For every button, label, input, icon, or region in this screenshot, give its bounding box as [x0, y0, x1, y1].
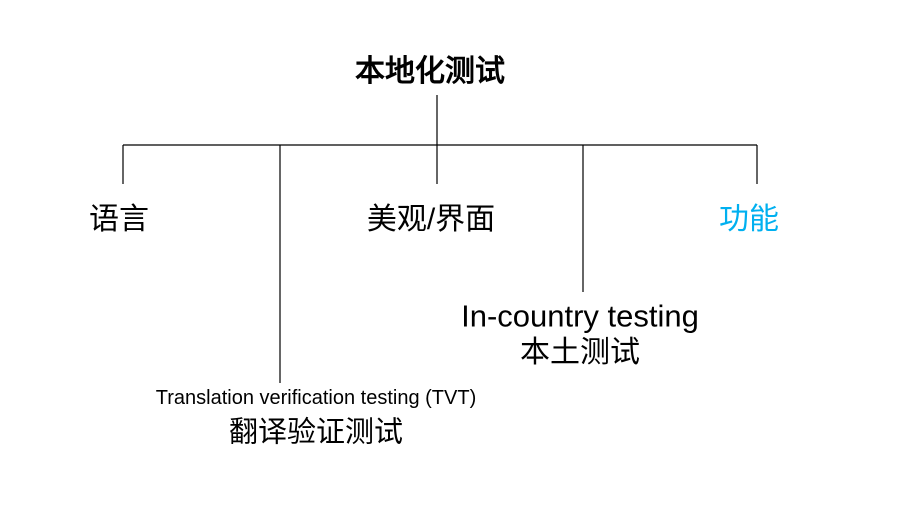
tvt-zh: 翻译验证测试	[228, 416, 404, 449]
in-country-en: In-country testing	[461, 298, 699, 334]
branch-language: 语言	[89, 203, 149, 236]
in-country-zh: 本土测试	[520, 336, 640, 369]
root-title: 本地化测试	[355, 55, 505, 88]
tvt-en: Translation verification testing (TVT)	[155, 387, 477, 409]
branch-functionality: 功能	[719, 203, 779, 236]
branch-aesthetics-ui: 美观/界面	[366, 203, 496, 236]
